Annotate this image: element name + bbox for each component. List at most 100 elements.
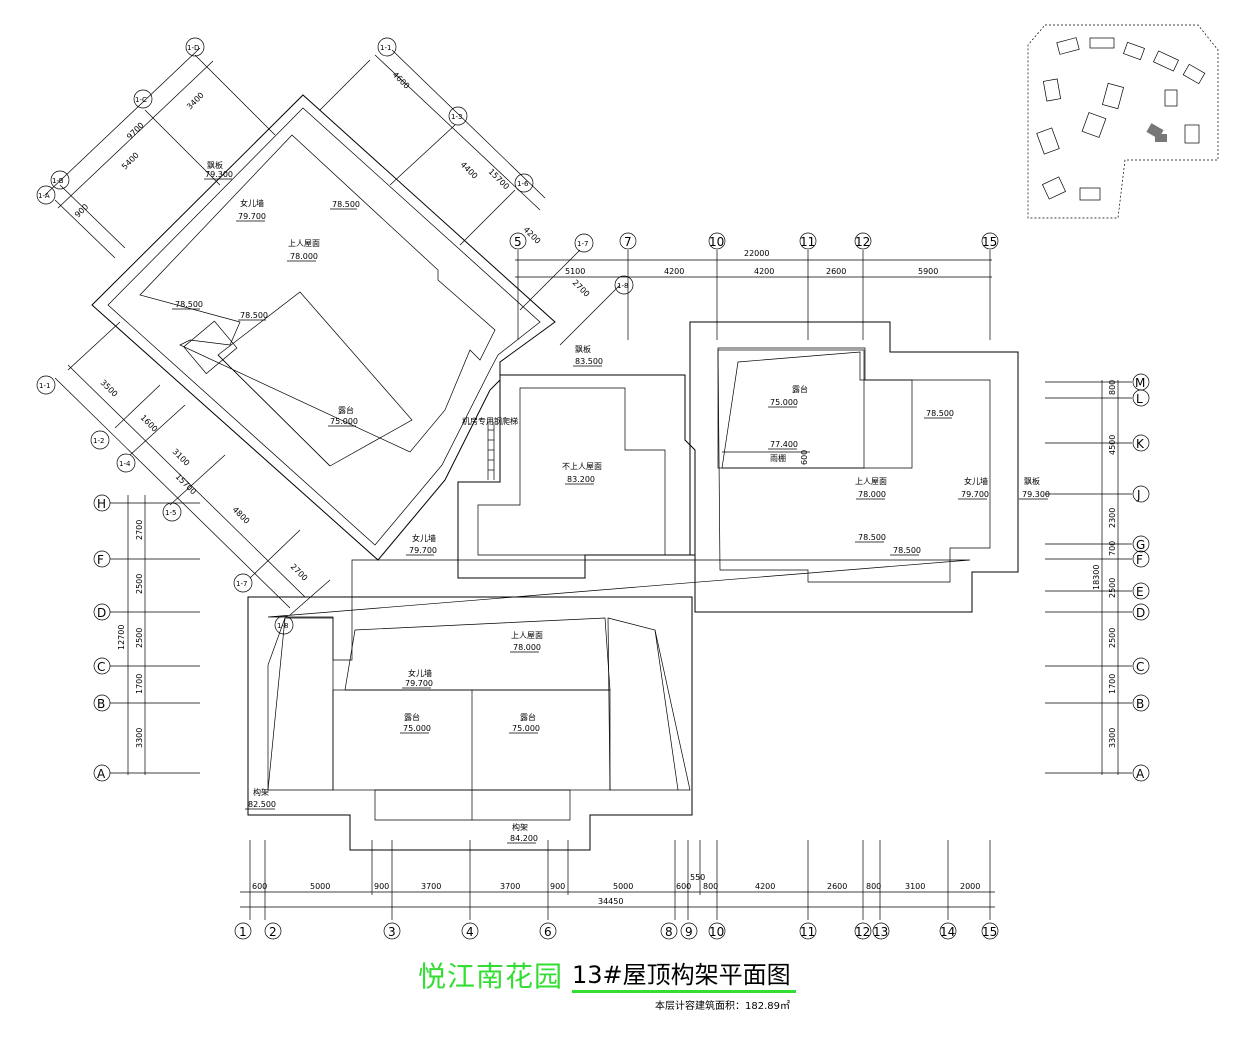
elev-600: 600 <box>800 450 809 465</box>
elev-77400: 77.400 <box>770 440 798 449</box>
bottom-dim-5: 3700 <box>500 882 520 891</box>
left-dim-4: 1700 <box>135 674 144 694</box>
left-dim-5: 3300 <box>135 728 144 748</box>
rot-axis-1-8-top: 1-8 <box>617 282 628 290</box>
rot-axis-1-B: 1-B <box>52 177 64 185</box>
rot-dim-3400: 3400 <box>185 91 206 112</box>
bottom-dim-7: 5000 <box>613 882 633 891</box>
right-dim-3: 2300 <box>1108 508 1117 528</box>
label-lutai-4: 露台 <box>520 712 536 722</box>
rot-axis-1-7-left: 1-7 <box>236 580 247 588</box>
elev-79700-2: 79.700 <box>409 546 437 555</box>
rot-dim-3100: 3100 <box>171 447 192 468</box>
bottom-dim-12: 2600 <box>827 882 847 891</box>
rot-axis-1-D: 1-D <box>187 44 199 52</box>
label-piaoban-3: 飘板 <box>1024 476 1040 486</box>
elev-79700-3: 79.700 <box>961 490 989 499</box>
left-axis-B: B <box>97 697 105 711</box>
right-dimension-line: 800 4500 2300 700 2500 2500 1700 3300 18… <box>1045 373 1150 782</box>
right-axis-K: K <box>1136 437 1145 451</box>
rot-dim-2700-left: 2700 <box>289 562 310 583</box>
elev-78000-1: 78.000 <box>290 252 318 261</box>
top-dim-2: 4200 <box>664 267 684 276</box>
label-shangren-3: 上人屋面 <box>511 631 543 640</box>
label-nverqiang-2: 女儿墙 <box>412 533 436 543</box>
top-total-dim: 22000 <box>744 249 769 258</box>
bottom-dim-6: 900 <box>550 882 565 891</box>
top-axis-11: 11 <box>800 235 815 249</box>
right-axis-J: J <box>1136 488 1141 502</box>
right-axis-M: M <box>1135 376 1145 390</box>
elev-75000-3: 75.000 <box>403 724 431 733</box>
rotated-wing-building <box>91 94 556 561</box>
rot-axis-1-8-left: 1-8 <box>277 622 288 630</box>
right-dim-7: 1700 <box>1108 674 1117 694</box>
label-buren: 不上人屋面 <box>562 462 602 471</box>
elev-79300-2: 79.300 <box>1022 490 1050 499</box>
bottom-axis-1: 1 <box>239 925 247 939</box>
bottom-dimension-line: 600 5000 900 3700 3700 900 5000 600 550 … <box>234 840 999 940</box>
elev-78500-5: 78.500 <box>858 533 886 542</box>
bottom-axis-13: 13 <box>873 925 888 939</box>
rot-dim-2700-top: 2700 <box>571 278 592 299</box>
elev-79300-1: 79.300 <box>205 170 233 179</box>
right-axis-A: A <box>1136 767 1145 781</box>
right-axis-E: E <box>1136 585 1144 599</box>
rot-axis-1-5: 1-5 <box>165 509 176 517</box>
elev-83200: 83.200 <box>567 475 595 484</box>
elev-79700-1: 79.700 <box>238 212 266 221</box>
rot-dim-15700-left: 15700 <box>174 472 198 496</box>
lower-block <box>247 559 971 851</box>
right-dim-6: 2500 <box>1108 628 1117 648</box>
right-axis-F: F <box>1136 553 1143 567</box>
bottom-axis-4: 4 <box>466 925 474 939</box>
left-dim-1: 2700 <box>135 520 144 540</box>
bottom-axis-9: 9 <box>685 925 693 939</box>
bottom-dim-10: 800 <box>703 882 718 891</box>
bottom-axis-11: 11 <box>800 925 815 939</box>
rot-dim-9700: 9700 <box>125 121 146 142</box>
rot-dim-4800: 4800 <box>231 505 252 526</box>
top-dim-1: 5100 <box>565 267 585 276</box>
rot-axis-1-C: 1-C <box>135 96 147 104</box>
bottom-dim-13: 800 <box>866 882 881 891</box>
left-dim-3: 2500 <box>135 628 144 648</box>
elev-78500-1: 78.500 <box>332 200 360 209</box>
right-dim-1: 800 <box>1108 380 1117 395</box>
top-dim-4: 2600 <box>826 267 846 276</box>
label-shangren-2: 上人屋面 <box>855 477 887 486</box>
bottom-axis-10: 10 <box>709 925 724 939</box>
rot-dim-900: 900 <box>73 202 90 219</box>
rotated-axes-top: 3400 9700 5400 900 4600 4400 15700 4200 … <box>36 37 634 346</box>
bottom-dim-2: 5000 <box>310 882 330 891</box>
right-total-dim: 18300 <box>1092 565 1101 590</box>
label-lutai-3: 露台 <box>404 712 420 722</box>
bottom-dim-8: 600 <box>676 882 691 891</box>
ladder-rungs <box>488 429 494 471</box>
left-axis-A: A <box>97 767 106 781</box>
drawing-title: 13#屋顶构架平面图 <box>572 961 791 989</box>
left-dimension-line: 2700 2500 2500 1700 3300 12700 H F D C B… <box>93 494 200 782</box>
elev-78000-3: 78.000 <box>513 643 541 652</box>
annotations: 飘板 79.300 女儿墙 79.700 78.500 上人屋面 78.000 … <box>172 160 1050 844</box>
label-nverqiang-3: 女儿墙 <box>964 476 988 486</box>
right-axis-G: G <box>1136 538 1145 552</box>
top-dim-5: 5900 <box>918 267 938 276</box>
label-piaoban-2: 飘板 <box>575 344 591 354</box>
right-block <box>689 321 1019 613</box>
rot-dim-3500: 3500 <box>99 378 120 399</box>
bottom-axis-15: 15 <box>982 925 997 939</box>
right-dim-5: 2500 <box>1108 578 1117 598</box>
bottom-dim-3: 900 <box>374 882 389 891</box>
left-total-dim: 12700 <box>117 625 126 650</box>
key-plan-buildings <box>1036 37 1206 201</box>
rot-axis-1-1-left: 1-1 <box>39 382 50 390</box>
top-dimension-line: 22000 5100 4200 4200 2600 5900 5 7 10 11… <box>509 232 999 340</box>
elev-83500: 83.500 <box>575 357 603 366</box>
label-lutai-2: 露台 <box>792 384 808 394</box>
bottom-dim-9: 550 <box>690 873 705 882</box>
bottom-dim-1: 600 <box>252 882 267 891</box>
rot-dim-4600: 4600 <box>391 70 412 91</box>
